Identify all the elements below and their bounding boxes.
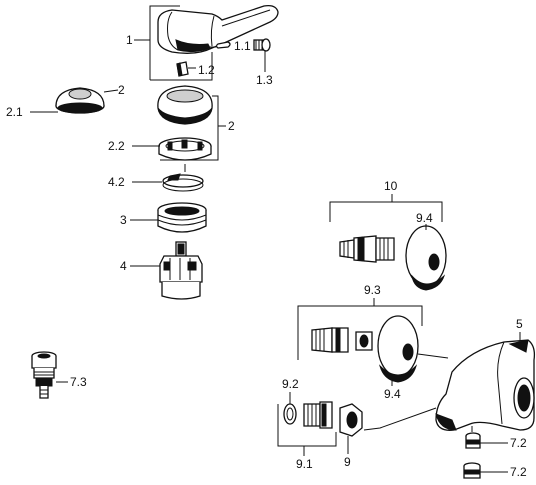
label-5: 5 (516, 317, 523, 331)
washer-part (283, 403, 297, 425)
label-7-2-b: 7.2 (510, 465, 527, 479)
spring-clip-part (162, 173, 204, 192)
hex-nut-part (339, 403, 363, 437)
lever-handle-part (157, 4, 279, 54)
label-3: 3 (120, 213, 127, 227)
label-9-2: 9.2 (282, 377, 299, 391)
label-2-1: 2.1 (6, 105, 23, 119)
label-2-left: 2 (118, 83, 125, 97)
label-9-1: 9.1 (296, 457, 313, 471)
valve-cartridge-part (159, 241, 203, 300)
axis-line-9 (363, 407, 437, 431)
adapter-fitting-part (31, 351, 57, 399)
label-1-1: 1.1 (234, 39, 251, 53)
label-2-2: 2.2 (108, 139, 125, 153)
bracket-10 (329, 194, 443, 222)
small-fitting-b (463, 462, 481, 479)
label-4: 4 (120, 259, 127, 273)
small-fitting-a (465, 432, 481, 449)
slotted-ring-part (158, 137, 212, 161)
handle-insert-part (176, 61, 189, 77)
handle-screw-part (253, 38, 271, 52)
dome-cap-part (55, 87, 105, 114)
handle-pin-part (215, 41, 231, 49)
escutcheon-plate-10 (405, 225, 447, 291)
label-4-2: 4.2 (108, 175, 125, 189)
label-9-4-top: 9.4 (416, 211, 433, 225)
axis-line-9-3 (417, 353, 449, 359)
label-10: 10 (384, 179, 398, 193)
spout-body-part (435, 339, 536, 431)
threaded-nipple-part (303, 401, 333, 429)
label-7-3: 7.3 (70, 375, 87, 389)
label-2-right: 2 (228, 119, 235, 133)
label-1-3: 1.3 (256, 73, 273, 87)
label-1: 1 (126, 33, 133, 47)
threaded-ring-part (157, 202, 207, 233)
escutcheon-plate-9-3 (377, 315, 419, 383)
leader-2-left (103, 89, 119, 93)
label-9: 9 (344, 455, 351, 469)
label-1-2: 1.2 (198, 63, 215, 77)
dome-cover-part (157, 85, 213, 125)
label-9-3: 9.3 (364, 283, 381, 297)
leader-lines-2 (132, 95, 226, 172)
connector-fitting-10 (339, 235, 395, 263)
bracket-9-1 (277, 404, 337, 456)
label-7-2-a: 7.2 (510, 436, 527, 450)
label-9-4-bottom: 9.4 (384, 387, 401, 401)
connector-fitting-9-3 (311, 327, 373, 353)
leader-lines-1 (134, 5, 266, 81)
bracket-9-3 (297, 298, 423, 360)
